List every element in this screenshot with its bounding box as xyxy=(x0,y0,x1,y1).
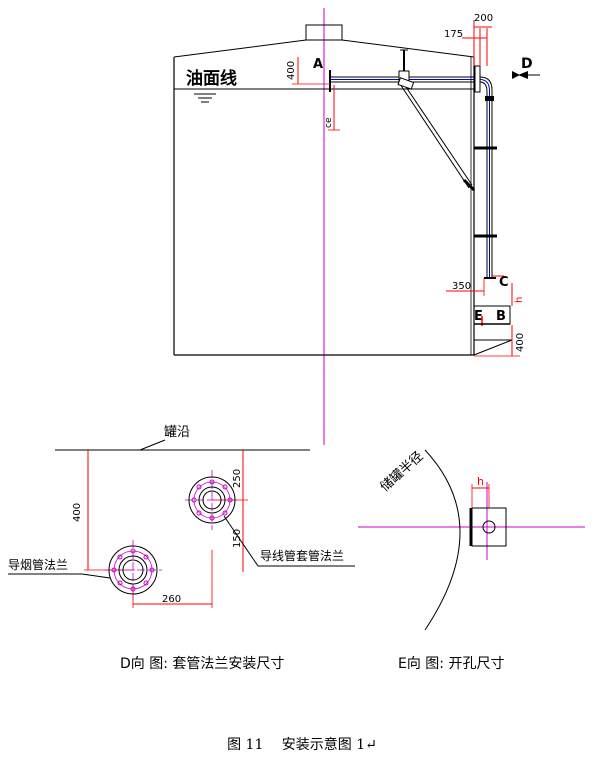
dim-h-e: h xyxy=(477,475,484,488)
dim-200: 200 xyxy=(474,13,493,24)
vertical-pipe xyxy=(474,76,497,279)
dim-h-tank: h xyxy=(514,297,525,303)
label-e: E xyxy=(474,309,483,324)
dim-400-bottom: 400 xyxy=(515,333,526,352)
view-d: 罐沿 400 250 150 260 xyxy=(8,425,355,672)
roof-nozzle xyxy=(305,24,343,41)
opening-hole xyxy=(482,520,496,534)
dim-150: 150 xyxy=(232,529,243,548)
flue-flange-label: 导烟管法兰 xyxy=(8,557,68,572)
dim-400-top: 400 xyxy=(286,61,297,80)
tank-elevation: 油面线 A 400 ce xyxy=(173,8,540,445)
wire-flange-label: 导线管套管法兰 xyxy=(260,548,344,563)
label-d: D xyxy=(521,56,533,72)
label-c: C xyxy=(499,275,509,290)
tank-radius-arc xyxy=(424,449,461,631)
view-e: h 储罐半径 E向 图: 开孔尺寸 xyxy=(358,449,585,672)
label-b: B xyxy=(496,309,506,324)
flue-pipe-flange xyxy=(104,540,162,600)
dim-175: 175 xyxy=(444,29,463,40)
dim-260: 260 xyxy=(162,594,181,605)
dim-small: ce xyxy=(324,117,334,128)
diagonal-brace xyxy=(397,77,476,192)
view-d-title: D向 图: 套管法兰安装尺寸 xyxy=(120,656,284,672)
wire-pipe-flange xyxy=(185,470,240,530)
dim-400-d: 400 xyxy=(72,503,83,522)
dim-250: 250 xyxy=(232,469,243,488)
view-e-title: E向 图: 开孔尺寸 xyxy=(398,656,504,672)
tank-edge-label: 罐沿 xyxy=(164,425,190,440)
figure-caption: 图 11 安装示意图 1↵ xyxy=(227,737,377,753)
dim-350: 350 xyxy=(452,281,471,292)
radius-label: 储罐半径 xyxy=(378,449,427,495)
oil-level-label: 油面线 xyxy=(186,68,237,89)
label-a: A xyxy=(313,57,323,72)
